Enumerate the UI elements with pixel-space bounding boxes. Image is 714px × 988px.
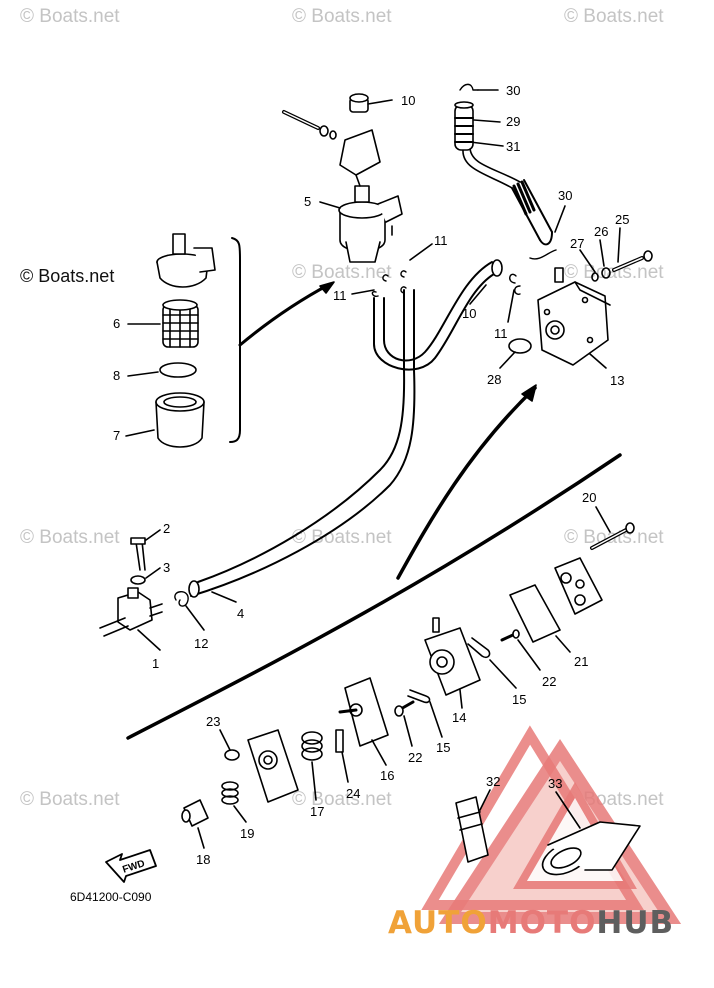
callout-5: 5 [304, 194, 311, 209]
watermark: © Boats.net [564, 262, 664, 283]
brand-part-3: HUB [596, 905, 675, 941]
callout-19: 19 [240, 826, 254, 841]
callout-6: 6 [113, 316, 120, 331]
brand-part-2: MOTO [487, 905, 597, 941]
callout-23: 23 [206, 714, 220, 729]
callout-16: 16 [380, 768, 394, 783]
callout-25: 25 [615, 212, 629, 227]
callout-20: 20 [582, 490, 596, 505]
callout-33: 33 [548, 776, 562, 791]
callout-22: 22 [542, 674, 556, 689]
callout-11: 11 [333, 288, 347, 303]
watermark: © Boats.net [292, 789, 392, 810]
callout-31: 31 [506, 139, 520, 154]
callout-1: 1 [152, 656, 159, 671]
fwd-arrow-icon [105, 849, 157, 883]
callout-7: 7 [113, 428, 120, 443]
watermark: © Boats.net [292, 262, 392, 283]
callouts: 10 30 29 31 30 25 26 27 5 11 11 10 11 28… [113, 83, 629, 876]
callout-4: 4 [237, 606, 244, 621]
callout-32: 32 [486, 774, 500, 789]
watermark: © Boats.net [292, 6, 392, 27]
callout-24: 24 [346, 786, 360, 801]
callout-27: 27 [570, 236, 584, 251]
callout-15: 15 [512, 692, 526, 707]
watermark: © Boats.net [20, 6, 120, 27]
callout-18: 18 [196, 852, 210, 867]
separator-line [126, 453, 622, 740]
callout-9: 10 [401, 93, 415, 108]
callout-28: 28 [487, 372, 501, 387]
callout-29: 29 [506, 114, 520, 129]
watermark-main: © Boats.net [20, 266, 115, 286]
callout-14: 14 [452, 710, 466, 725]
callout-3: 3 [163, 560, 170, 575]
callout-13: 13 [610, 373, 624, 388]
brand-wordmark: AUTOMOTOHUB [388, 905, 674, 941]
watermark: © Boats.net [564, 6, 664, 27]
callout-21: 21 [574, 654, 588, 669]
watermark: © Boats.net [20, 527, 120, 548]
callout-11: 11 [434, 233, 448, 248]
callout-30: 30 [558, 188, 572, 203]
callout-12: 12 [194, 636, 208, 651]
watermark: © Boats.net [292, 527, 392, 548]
brand-part-1: AUTO [388, 905, 488, 941]
figure-code: 6D41200-C090 [70, 890, 152, 904]
callout-10: 10 [462, 306, 476, 321]
callout-22: 22 [408, 750, 422, 765]
callout-30: 30 [506, 83, 520, 98]
callout-17: 17 [310, 804, 324, 819]
callout-26: 26 [594, 224, 608, 239]
callout-2: 2 [163, 521, 170, 536]
separator-arrow [396, 386, 537, 580]
watermark: © Boats.net [20, 789, 120, 810]
callout-11: 11 [494, 326, 508, 341]
callout-8: 8 [113, 368, 120, 383]
callout-15: 15 [436, 740, 450, 755]
